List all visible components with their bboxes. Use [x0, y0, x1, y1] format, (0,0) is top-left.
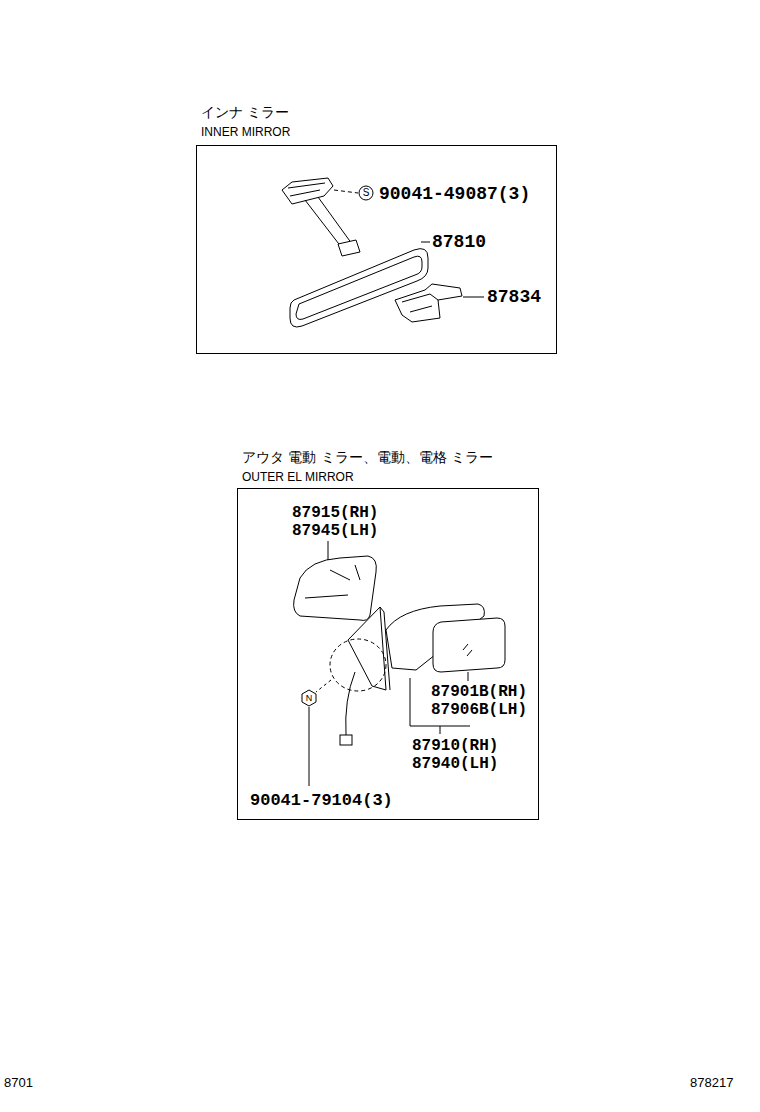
page-code: 878217 — [690, 1076, 733, 1089]
part-number: 87901B(RH) — [431, 684, 527, 700]
symbol-letter: S — [363, 188, 370, 198]
part-number: 87940(LH) — [412, 756, 498, 772]
part-number: 87810 — [432, 233, 486, 251]
part-number: 90041-49087(3) — [379, 185, 530, 203]
part-number: 87915(RH) — [292, 505, 378, 521]
part-number: 87945(LH) — [292, 523, 378, 539]
section-heading: INNER MIRROR — [201, 126, 290, 139]
section-heading: OUTER EL MIRROR — [242, 471, 354, 484]
page-code: 8701 — [4, 1076, 33, 1089]
part-number: 87834 — [487, 288, 541, 306]
section-heading: アウタ 電動 ミラー、電動、電格 ミラー — [242, 450, 493, 465]
part-number: 87906B(LH) — [431, 702, 527, 718]
part-number: 90041-79104(3) — [250, 792, 393, 809]
section-heading: インナ ミラー — [201, 105, 289, 120]
part-number: 87910(RH) — [412, 738, 498, 754]
outer-mirror-drawing — [294, 541, 505, 786]
symbol-letter: N — [306, 694, 313, 703]
group-frame: インナ ミラーINNER MIRROR — [196, 145, 557, 354]
